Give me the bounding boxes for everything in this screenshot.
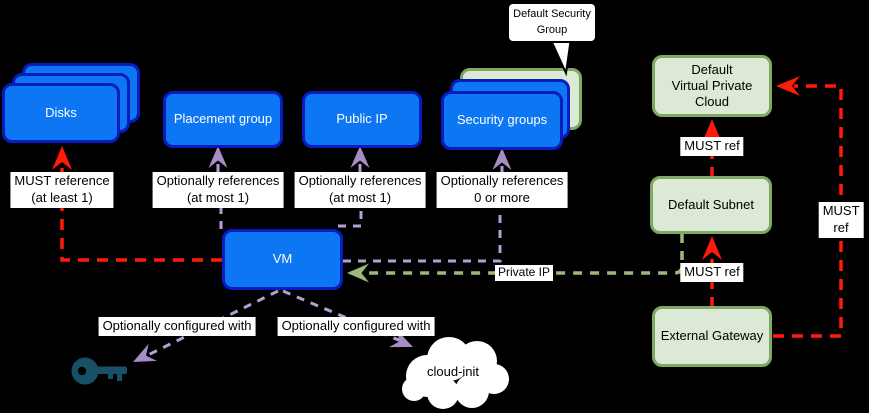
callout-text: Default Security Group xyxy=(513,7,591,36)
edge-label-vm-disks: MUST reference (at least 1) xyxy=(10,172,114,208)
node-default-vpc: Default Virtual Private Cloud xyxy=(652,55,772,117)
node-security-groups: Security groups xyxy=(441,91,563,150)
arrowhead-placement-group-icon xyxy=(208,146,228,168)
node-default-vpc-label: Default Virtual Private Cloud xyxy=(671,61,753,110)
edge-vm-ssh-key xyxy=(145,289,279,358)
arrowhead-security-groups-icon xyxy=(492,148,512,170)
node-external-gateway-label: External Gateway xyxy=(660,328,764,344)
callout-tail xyxy=(548,37,573,77)
node-default-subnet: Default Subnet xyxy=(650,176,772,234)
node-disks: Disks xyxy=(2,83,120,143)
cloud-init-label: cloud-init xyxy=(426,364,480,379)
node-external-gateway: External Gateway xyxy=(652,306,772,367)
edge-label-subnet-vpc: MUST ref xyxy=(680,137,744,156)
callout-default-security-group: Default Security Group xyxy=(507,2,597,43)
arrowhead-vm-private-ip-icon xyxy=(347,263,369,283)
node-vm-label: VM xyxy=(272,251,293,267)
edge-label-gateway-subnet: MUST ref xyxy=(680,263,744,282)
node-disks-label: Disks xyxy=(45,104,77,120)
edge-label-gateway-vpc: MUST ref xyxy=(818,202,864,238)
arrowhead-public-ip-icon xyxy=(350,146,370,168)
edge-label-vm-security-groups: Optionally references 0 or more xyxy=(436,172,568,208)
edge-label-vm-ssh-key: Optionally configured with xyxy=(98,317,256,336)
edge-label-vm-placement-group: Optionally references (at most 1) xyxy=(152,172,284,208)
node-placement-group: Placement group xyxy=(163,91,283,148)
arrowhead-cloud-init-icon xyxy=(389,329,413,348)
node-public-ip-label: Public IP xyxy=(336,111,388,127)
edge-label-vm-public-ip: Optionally references (at most 1) xyxy=(294,172,426,208)
node-placement-group-label: Placement group xyxy=(173,111,273,127)
node-default-subnet-label: Default Subnet xyxy=(667,196,754,212)
arrowhead-disks-icon xyxy=(52,146,72,170)
edge-vm-public-ip xyxy=(338,208,363,228)
node-public-ip: Public IP xyxy=(302,91,422,148)
key-icon xyxy=(71,357,127,385)
edge-vm-security-groups xyxy=(343,208,502,263)
arrowhead-subnet-icon xyxy=(702,236,722,260)
arrowhead-ssh-key-icon xyxy=(133,343,157,362)
node-vm: VM xyxy=(222,229,343,290)
arrowhead-vpc-right-icon xyxy=(776,76,800,96)
edge-subnet-vm-private-ip xyxy=(364,234,684,275)
cloud-init-cloud-shape xyxy=(402,337,509,409)
edge-label-vm-cloud-init: Optionally configured with xyxy=(277,317,435,336)
node-security-groups-label: Security groups xyxy=(456,112,548,128)
edge-label-private-ip: Private IP xyxy=(494,265,554,281)
edge-vm-disks xyxy=(60,168,222,262)
